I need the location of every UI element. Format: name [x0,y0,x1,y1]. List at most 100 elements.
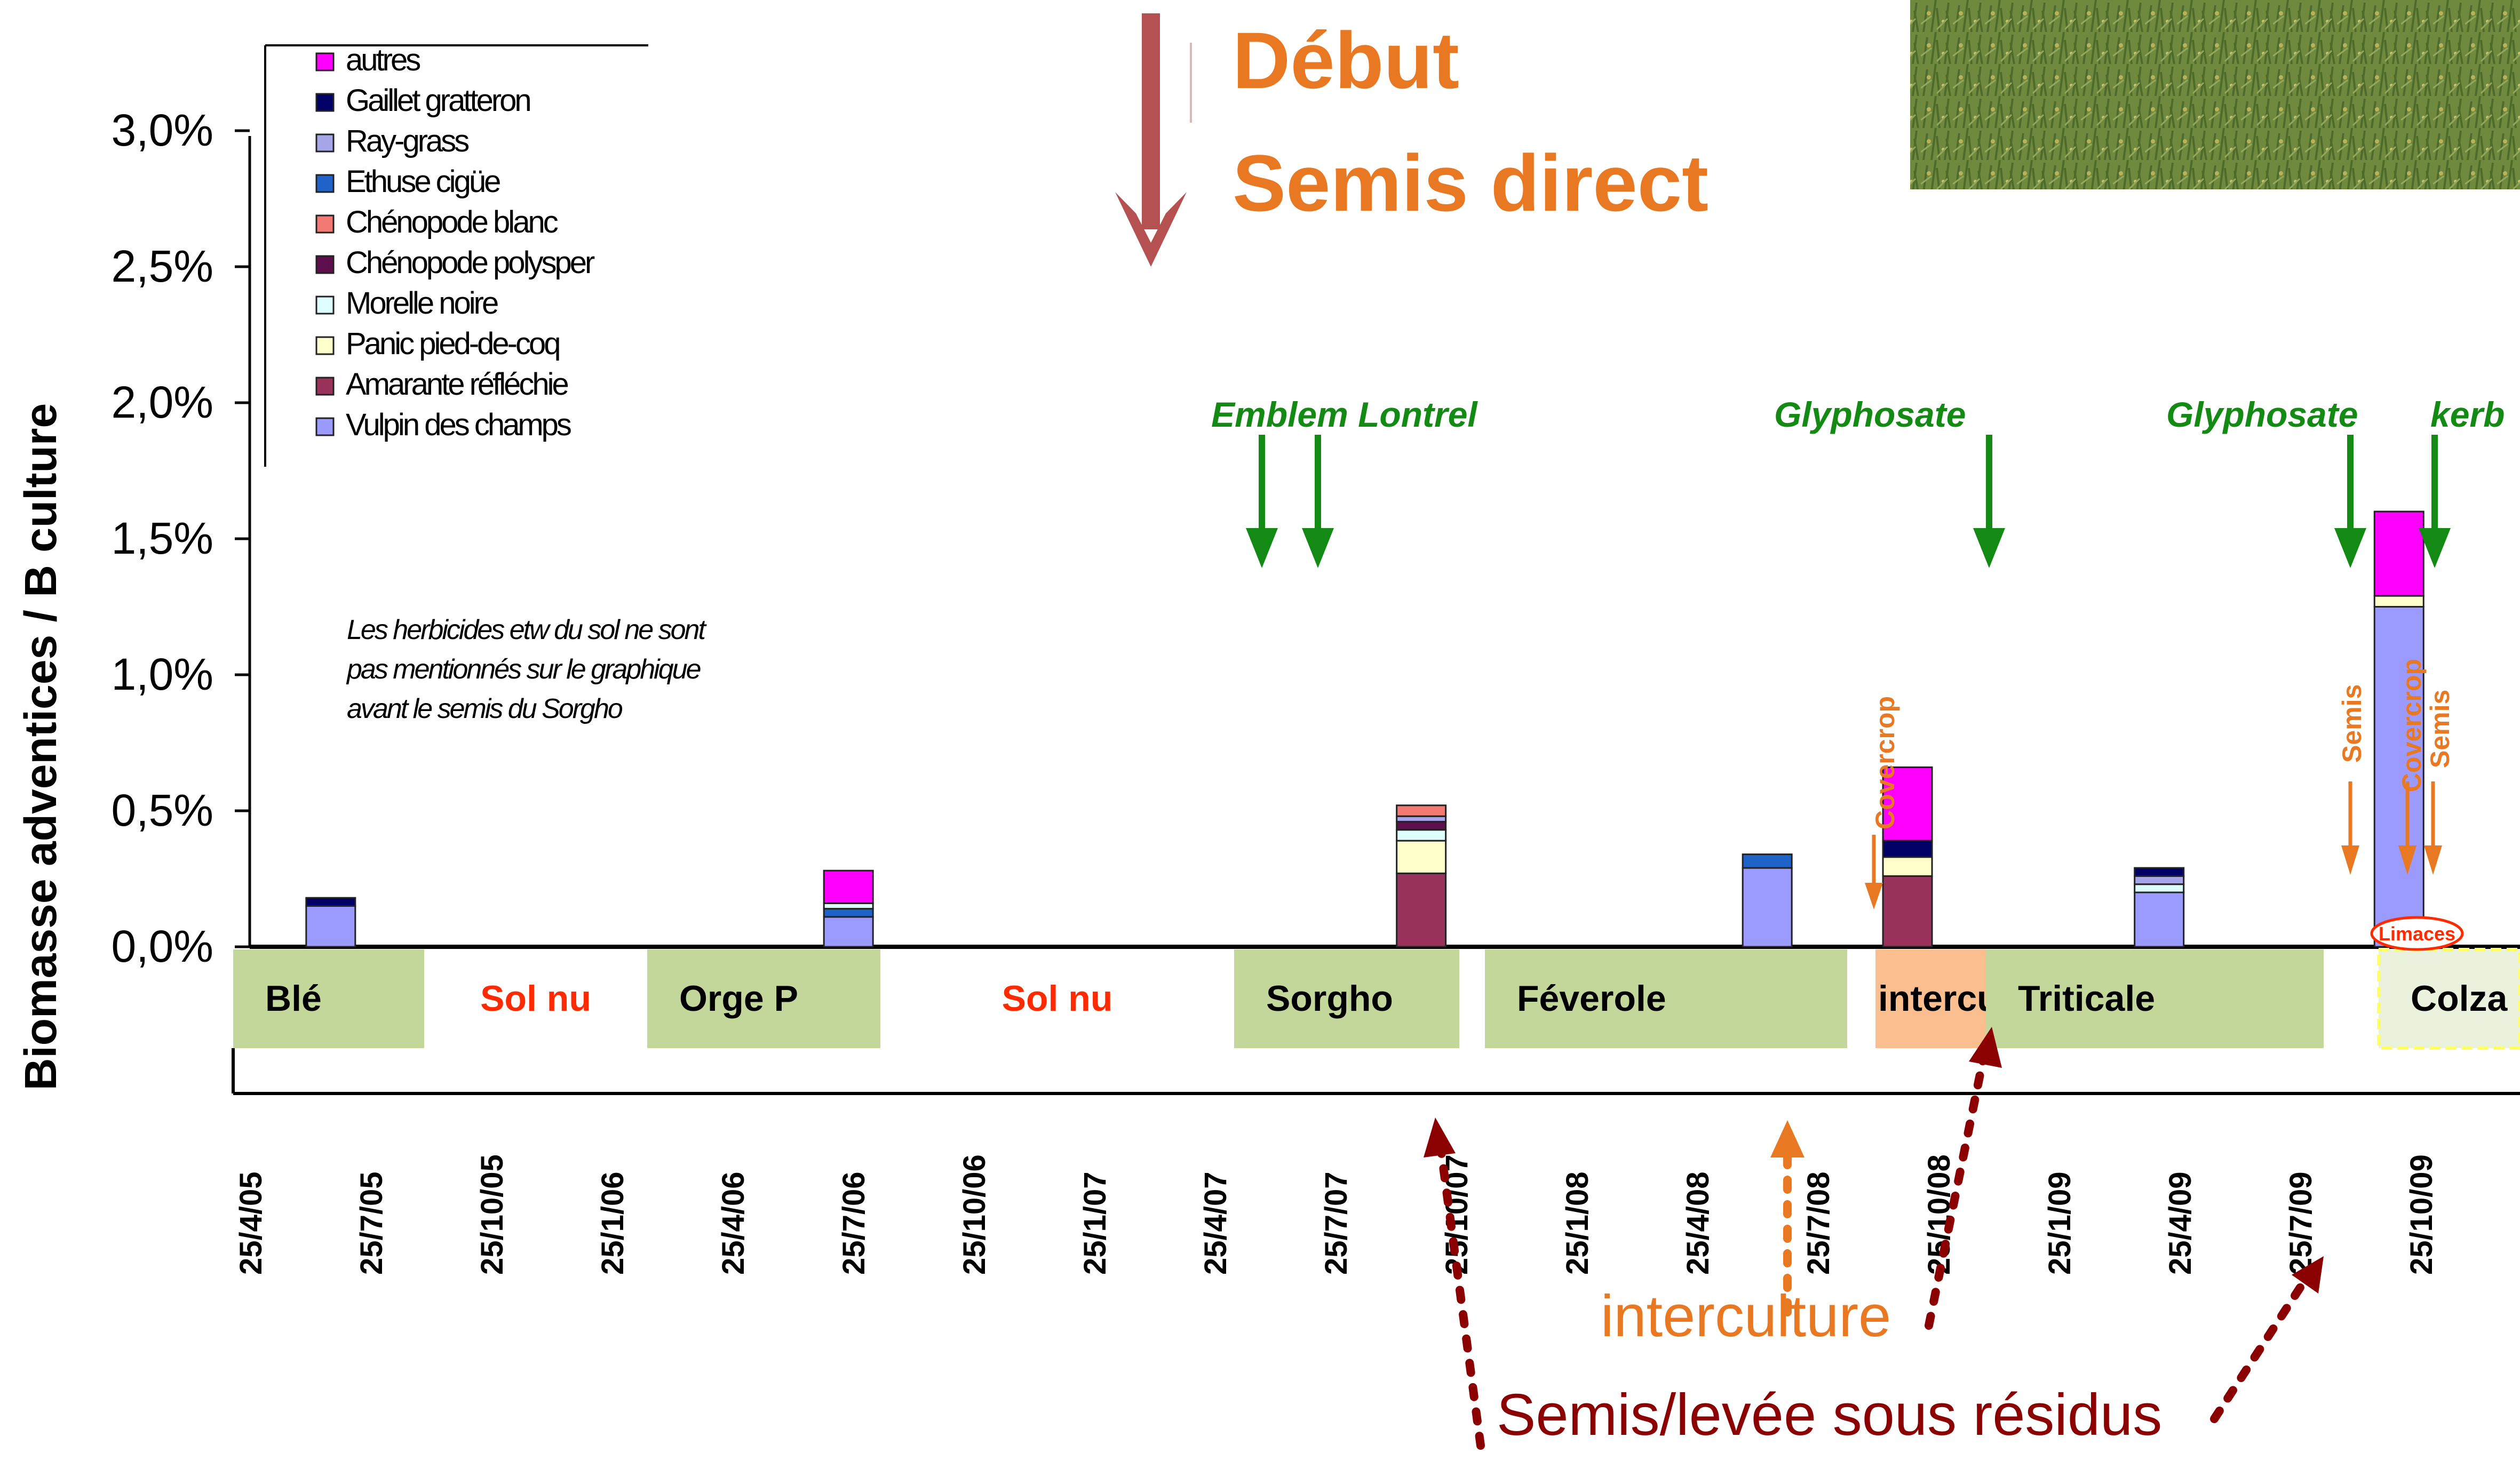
bar-segment [1396,872,1447,948]
y-ticks: 0,0% 0,5% 1,0% 1,5% 2,0% 2,5% 3,0% [112,105,250,971]
legend-label: Ethuse cigüe [346,164,500,199]
crop-label: Féverole [1517,978,1666,1019]
x-tick-label: 25/1/07 [1078,1171,1112,1275]
x-tick-label: 25/4/07 [1198,1171,1233,1275]
crop-block [1875,949,1986,1048]
legend-swatch [315,417,335,436]
legend-label: Chénopode polysper [346,245,595,280]
legend-label: Amarante réfléchie [346,367,568,402]
x-tick-label: 25/4/09 [2163,1171,2198,1275]
note-line-2: pas mentionnés sur le graphique [346,654,701,685]
y-axis-label: Biomasse adventices / B culture [15,403,66,1091]
bars-layer [305,510,2424,948]
orange-arrow-icons [1865,781,2442,909]
crop-block [1234,949,1459,1048]
legend-swatch [315,296,335,315]
bar-segment [1882,840,1933,858]
x-tick-label: 25/7/07 [1319,1171,1354,1275]
legend-swatch [315,377,335,396]
bar-segment [1396,829,1447,842]
x-tick-label: 25/1/08 [1560,1171,1595,1275]
x-tick-label: 25/10/09 [2404,1154,2439,1275]
bar-segment [823,908,874,918]
x-tick-label: 25/7/05 [354,1171,389,1275]
y-tick-label: 2,0% [112,377,213,427]
x-tick-label: 25/1/09 [2042,1171,2077,1275]
y-tick-label: 0,5% [112,785,213,835]
crop-block [1485,949,1847,1048]
crop-label: Sol nu [1002,978,1113,1019]
bar-segment [1396,840,1447,874]
colza-border [2377,948,2520,1050]
semis-direct-label: Semis direct [1233,138,1708,228]
bar-segment [2134,883,2185,893]
field-photo [1910,0,2520,189]
y-tick-label: 3,0% [112,105,213,155]
y-tick-label: 1,5% [112,513,213,563]
semis-levee-label: Semis/levée sous résidus [1497,1382,2162,1448]
legend-label: Ray-grass [346,124,468,158]
legend-swatch [315,255,335,274]
semis-label-2: Semis [2425,690,2455,768]
crop-block [2379,949,2520,1048]
crop-label: Sol nu [480,978,591,1019]
debut-arrow-icon [1115,13,1192,267]
semis-label-1: Semis [2337,684,2367,763]
bar-segment [2373,595,2424,608]
x-tick-label: 25/10/06 [957,1154,992,1275]
legend-label: Chénopode blanc [346,205,558,239]
limaces-marker [2370,916,2464,951]
crop-label: Sorgho [1266,978,1393,1019]
bar-segment [1742,867,1793,948]
crop-block [1986,949,2324,1048]
bar-segment [1882,766,1933,842]
bar-segment [2134,891,2185,948]
legend-swatch [315,133,335,153]
covercrop-label-2: Covercrop [2397,659,2427,792]
bar-segment [2373,510,2424,597]
bar-segment [2134,875,2185,885]
bar-segment [823,869,874,904]
legend-swatch [315,214,335,234]
y-tick-label: 2,5% [112,241,213,291]
legend-label: Panic pied-de-coq [346,326,559,361]
x-tick-label: 25/7/09 [2284,1171,2318,1275]
crop-label: Colza [2411,978,2508,1019]
x-tick-label: 25/7/06 [837,1171,871,1275]
crop-label: Triticale [2018,978,2155,1019]
legend-label: Gaillet gratteron [346,83,530,118]
herbicide-label-emblem: Emblem Lontrel [1211,395,1478,434]
herbicide-label-glyphosate-1: Glyphosate [1774,395,1966,434]
legend-swatch [315,52,335,71]
crop-block [424,949,647,1048]
crop-block [880,949,1234,1048]
bar-segment [823,916,874,948]
legend-swatch [315,336,335,355]
herbicide-note: Les herbicides etw du sol ne sont pas me… [346,614,709,724]
note-line-1: Les herbicides etw du sol ne sont [347,614,707,645]
legend-label: autres [346,43,420,77]
interculture-label: interculture [1601,1283,1891,1349]
herbicide-label-kerb: kerb [2430,395,2505,434]
bar-segment [1396,804,1447,817]
x-tick-label: 25/4/05 [234,1171,268,1275]
debut-label: Début [1233,15,1459,105]
limaces-label: Limaces [2379,923,2455,945]
crop-label: Orge P [679,978,798,1019]
y-tick-label: 0,0% [112,921,213,971]
crop-label: Blé [265,978,322,1019]
dotted-arrow-icons [1424,1027,2324,1450]
y-tick-label: 1,0% [112,649,213,699]
crop-block [647,949,880,1048]
legend-label: Morelle noire [346,286,498,321]
crop-label: intercu [1878,978,1999,1019]
bar-segment [1882,875,1933,948]
bar-segment [2373,606,2424,948]
crop-block [233,949,424,1048]
x-tick-label: 25/10/05 [475,1154,510,1275]
bar-segment [1882,856,1933,877]
bar-segment [305,905,356,948]
